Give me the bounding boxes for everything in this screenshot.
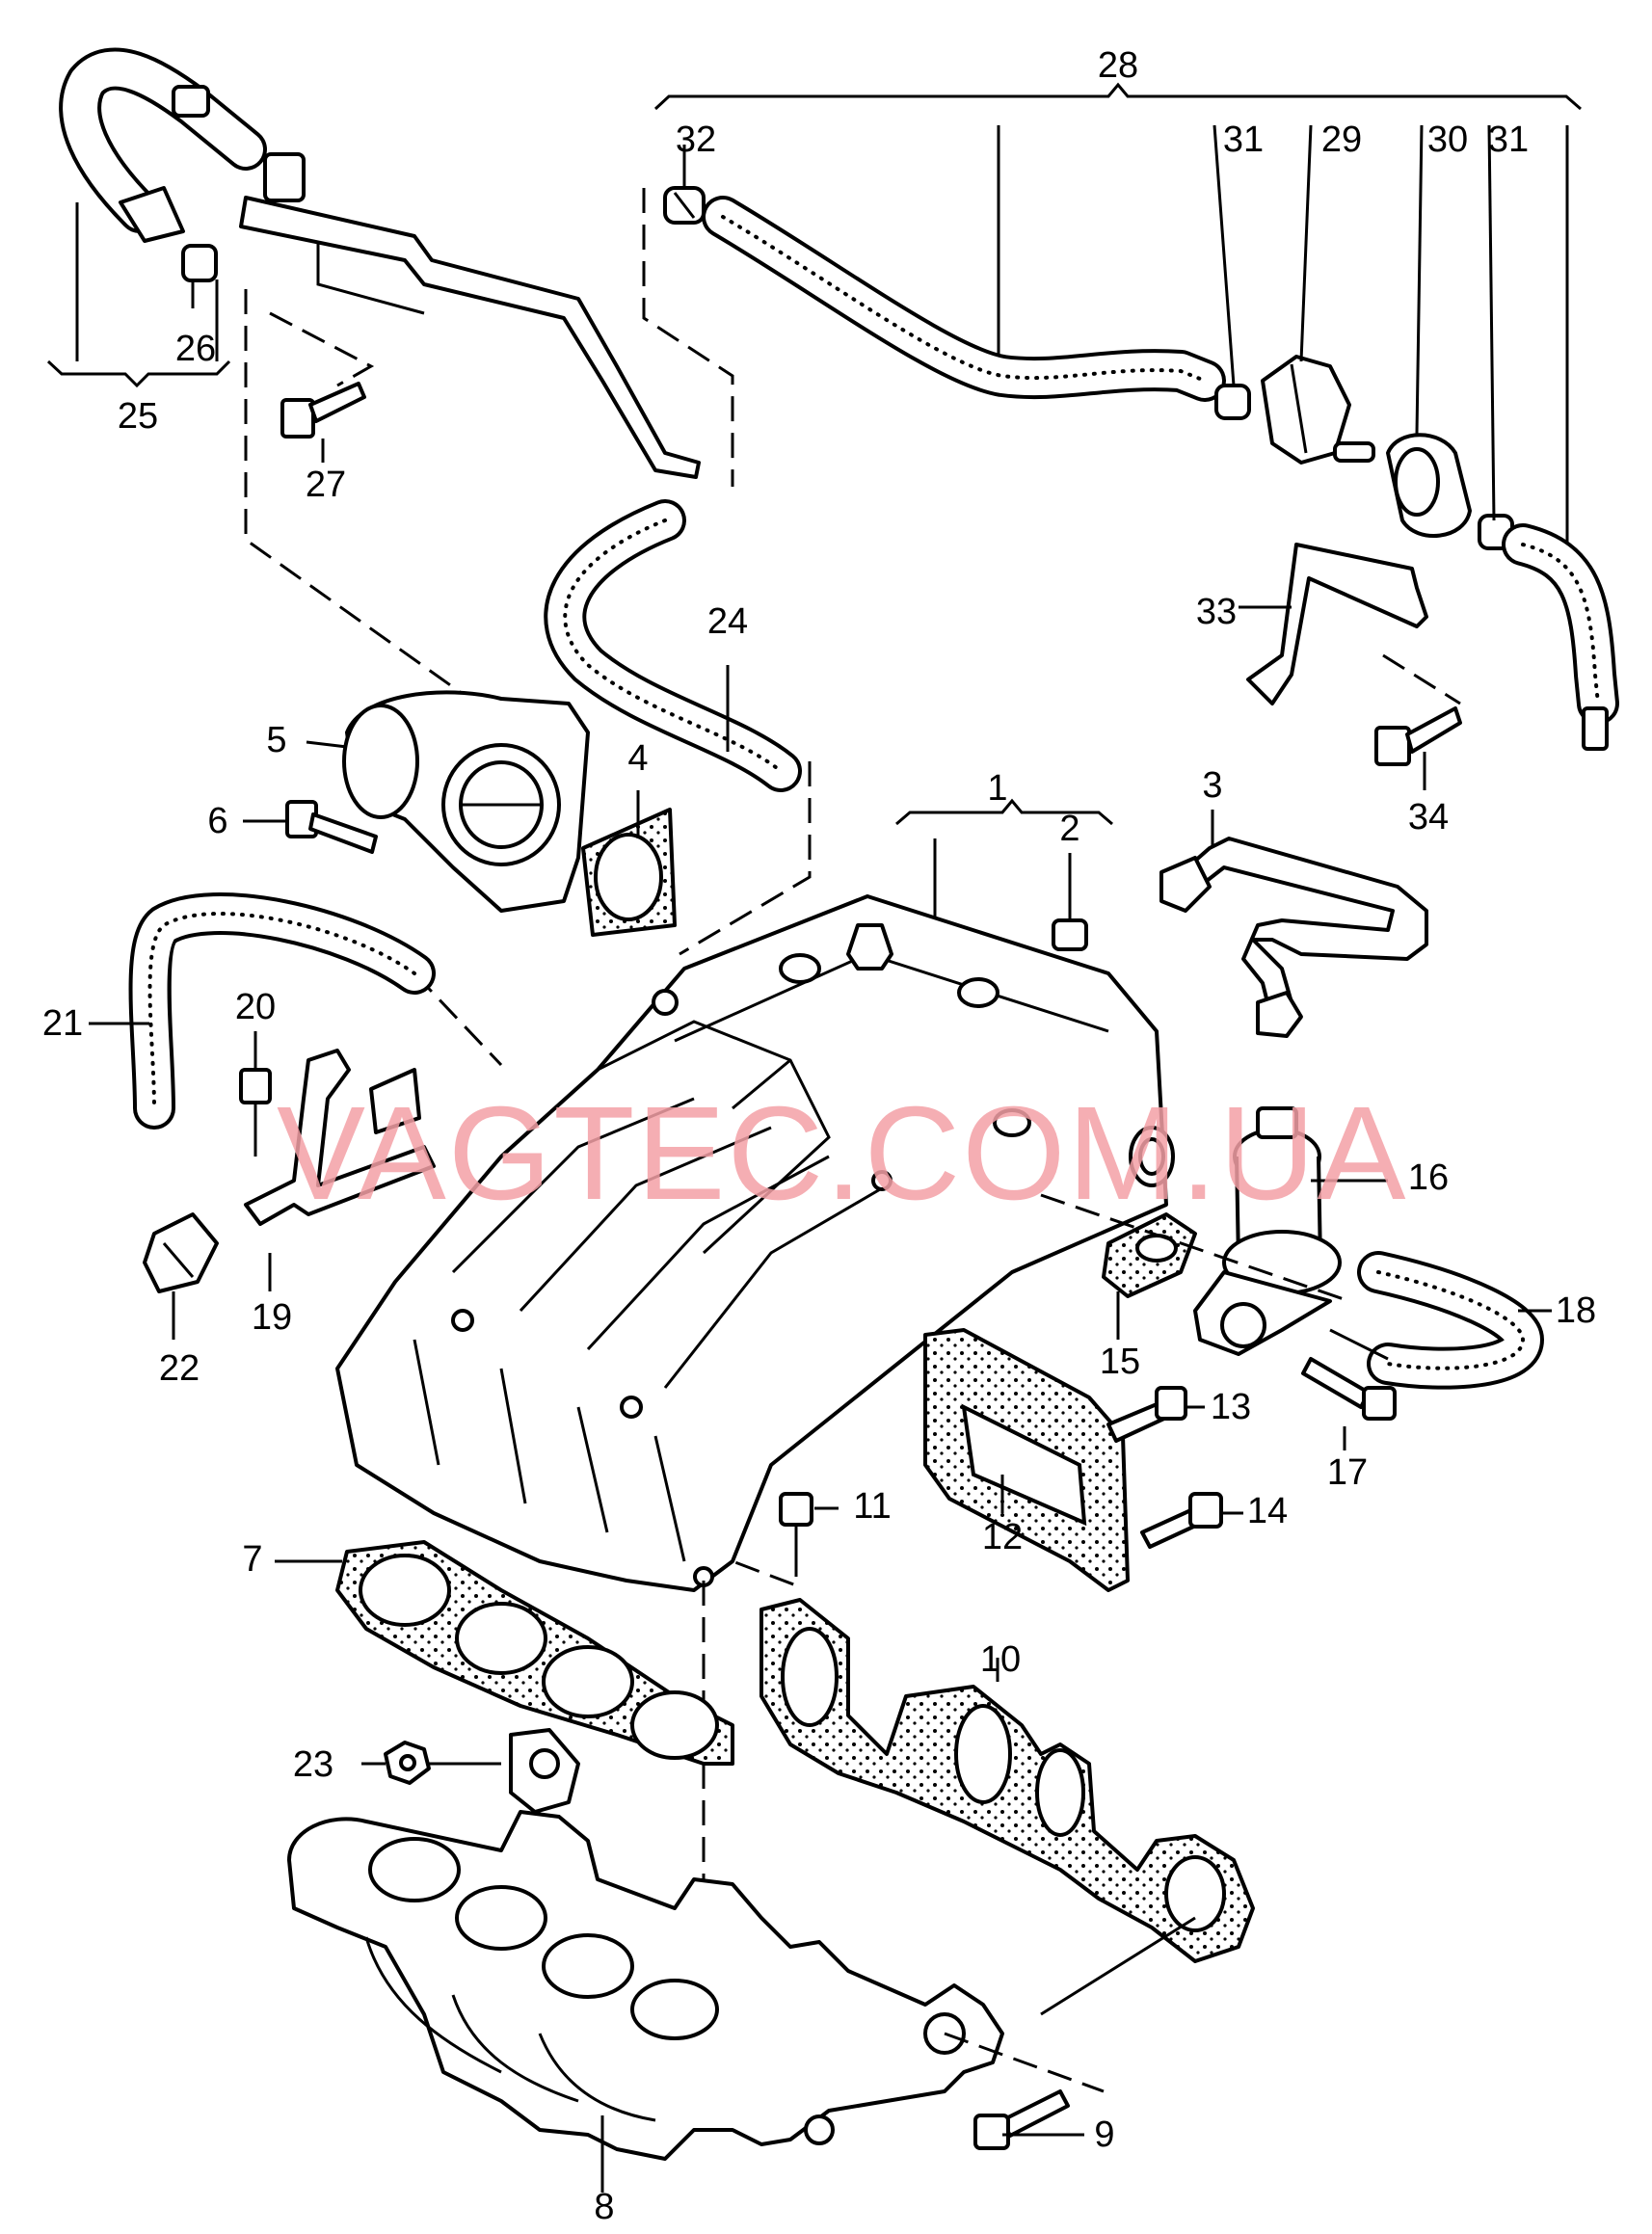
leader-lines <box>89 124 1552 2193</box>
callout-2: 2 <box>1059 809 1080 849</box>
callout-15: 15 <box>1099 1342 1141 1382</box>
group-28-bracket <box>653 82 1582 578</box>
bolt-17 <box>1301 1357 1397 1421</box>
callout-5: 5 <box>266 720 287 760</box>
filter-29 <box>1261 355 1375 465</box>
hose-25 <box>59 47 267 233</box>
valve-30 <box>1386 433 1472 538</box>
callout-28: 28 <box>1097 45 1139 86</box>
callout-23: 23 <box>292 1744 334 1785</box>
callout-20: 20 <box>234 987 277 1027</box>
dash-9 <box>944 2032 1105 2093</box>
gasket-10 <box>759 1598 1255 1963</box>
callout-25: 25 <box>117 396 159 437</box>
hose-31-end <box>1502 523 1619 751</box>
callout-7: 7 <box>242 1539 263 1580</box>
callout-33: 33 <box>1195 592 1238 632</box>
hose-32-29 <box>702 196 1226 402</box>
bolt-34 <box>1374 706 1462 766</box>
hose-21 <box>128 892 436 1130</box>
callout-16: 16 <box>1407 1157 1450 1198</box>
callout-1: 1 <box>987 768 1008 809</box>
valve-16 <box>1193 1106 1342 1356</box>
callout-6: 6 <box>207 801 228 841</box>
dash-24 <box>679 761 812 956</box>
callout-31a: 31 <box>1222 120 1265 160</box>
callout-24: 24 <box>706 601 749 642</box>
bolt-27 <box>280 382 366 439</box>
line-25-pipe <box>239 196 701 479</box>
bracket-19 <box>244 1049 436 1226</box>
callout-32: 32 <box>675 120 717 160</box>
callout-12: 12 <box>981 1517 1024 1557</box>
callout-8: 8 <box>594 2187 615 2227</box>
manifold-1 <box>335 894 1168 1592</box>
callout-29: 29 <box>1320 120 1363 160</box>
hose-24 <box>544 499 802 792</box>
callout-18: 18 <box>1555 1290 1597 1331</box>
callout-11: 11 <box>853 1486 892 1527</box>
bolt-9 <box>973 2089 1070 2150</box>
dash-26 <box>244 289 464 696</box>
seal-16-ring <box>1129 1126 1175 1187</box>
bracket-25-lines <box>46 202 231 388</box>
gasket-12 <box>923 1328 1130 1592</box>
bracket-33 <box>1246 543 1428 705</box>
callout-27: 27 <box>305 465 347 505</box>
hose-18 <box>1329 1251 1544 1390</box>
exhaust-manifold-8 <box>287 1728 1004 2161</box>
clamp-26 <box>181 244 218 282</box>
throttle-body-5 <box>342 690 590 913</box>
clamp-32 <box>663 186 706 225</box>
bolt-20 <box>239 1068 272 1157</box>
pipe-3 <box>1159 837 1428 1038</box>
connector-25 <box>119 85 306 243</box>
lead-9 <box>1040 1916 1196 2016</box>
callout-21: 21 <box>41 1003 84 1044</box>
gasket-7 <box>335 1540 734 1766</box>
bolt-14 <box>1140 1492 1223 1549</box>
callout-13: 13 <box>1210 1387 1252 1427</box>
callout-22: 22 <box>158 1348 200 1389</box>
bolt-6 <box>285 800 378 854</box>
fitting-2 <box>1052 918 1088 951</box>
watermark: VAGTEC.COM.UA <box>277 1079 1408 1228</box>
callout-31b: 31 <box>1487 120 1530 160</box>
dash-11 <box>732 1552 798 1588</box>
bolt-13 <box>1106 1386 1187 1443</box>
callout-26: 26 <box>174 329 217 369</box>
callout-19: 19 <box>251 1297 293 1338</box>
clamp-31a <box>1214 384 1251 420</box>
callout-34: 34 <box>1407 797 1450 838</box>
callout-9: 9 <box>1094 2114 1115 2155</box>
callout-14: 14 <box>1246 1491 1289 1531</box>
callout-4: 4 <box>627 738 649 779</box>
bracket-1 <box>895 798 1113 925</box>
bolt-11 <box>779 1492 813 1561</box>
gasket-15 <box>1102 1212 1197 1298</box>
callout-17: 17 <box>1326 1452 1369 1493</box>
dash-27 <box>269 311 375 387</box>
clamp-22 <box>143 1212 219 1293</box>
gasket-4 <box>581 808 677 937</box>
nut-23 <box>384 1741 431 1785</box>
callout-3: 3 <box>1202 765 1223 806</box>
callout-30: 30 <box>1426 120 1469 160</box>
dash-16 <box>1040 1193 1350 1303</box>
callout-10: 10 <box>979 1639 1022 1680</box>
dash-34 <box>1382 653 1461 705</box>
